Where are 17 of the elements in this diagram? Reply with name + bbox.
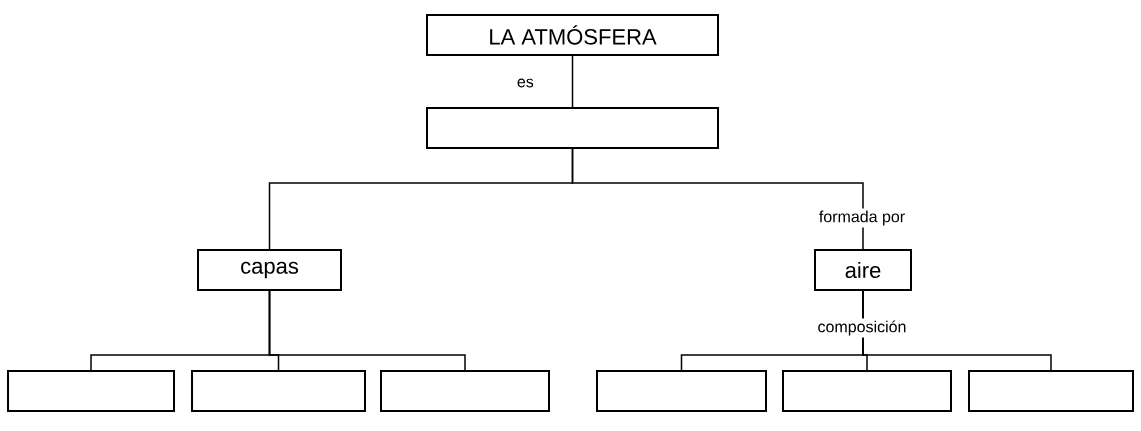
connector-line [862,290,1052,371]
connector-line [268,290,466,371]
edge-label: formada por [816,208,908,228]
connector-line [571,148,864,250]
edge-label: composición [815,318,909,338]
connector-line [571,55,574,108]
empty-box [426,107,719,149]
concept-box: LA ATMÓSFERA [426,14,719,56]
empty-box [968,370,1134,412]
concept-box: aire [814,249,912,291]
empty-box [191,370,366,412]
empty-box [782,370,952,412]
concept-box: capas [197,249,342,291]
empty-box [380,370,550,412]
empty-box [596,370,767,412]
edge-label: es [514,76,536,90]
empty-box [7,370,175,412]
